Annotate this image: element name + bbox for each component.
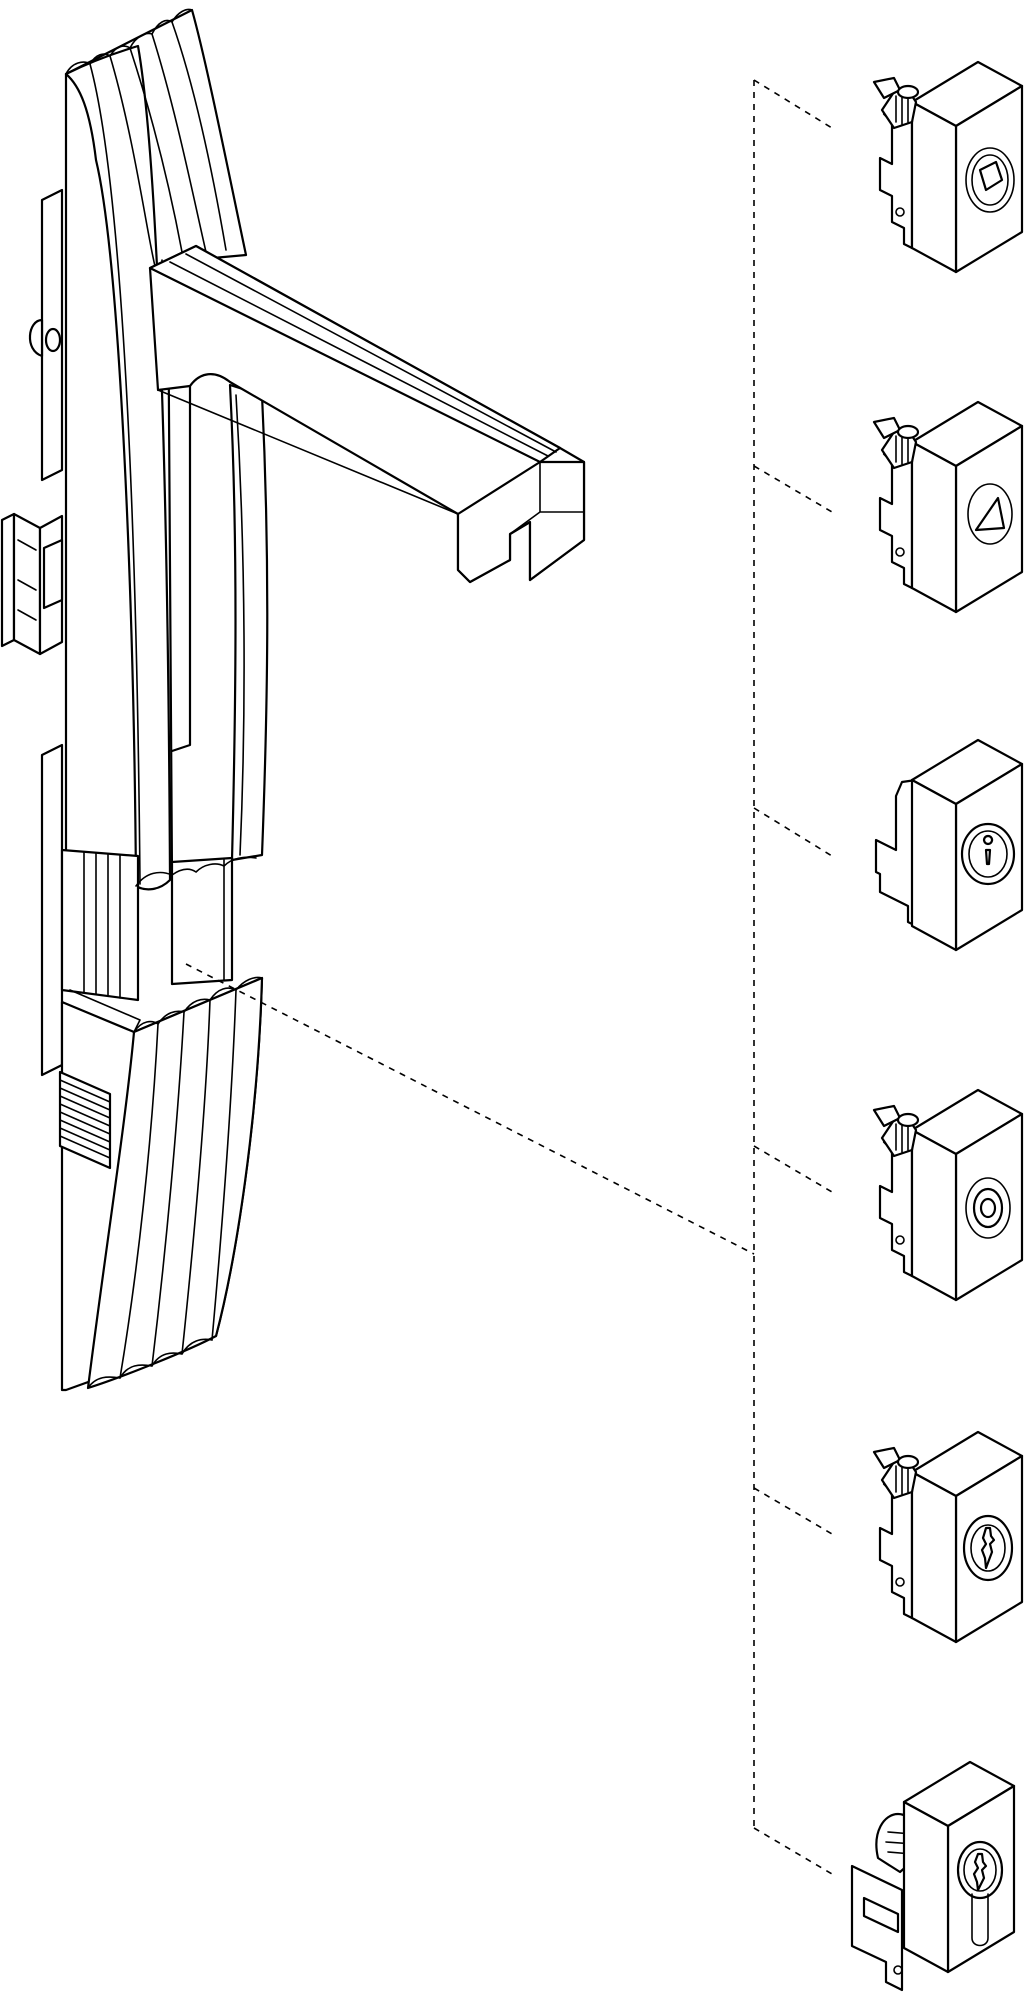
- swing-arm-rib: [186, 254, 556, 452]
- lower-grip-rib: [152, 1012, 184, 1366]
- insert-cam: [872, 1104, 920, 1158]
- leader-insert-1: [754, 80, 832, 128]
- insert-double-bit: [872, 1088, 1024, 1302]
- handle-rib: [90, 64, 140, 884]
- mounting-plate-lower: [42, 745, 62, 1075]
- handle-rib: [172, 22, 226, 250]
- handle-rib: [152, 34, 206, 252]
- upper-grip-waves: [136, 857, 256, 886]
- lower-grip-face: [88, 978, 262, 1388]
- inner-channel-right: [230, 385, 267, 860]
- insert-cam: [872, 76, 920, 130]
- insert-profile-cylinder: [852, 1760, 1016, 1990]
- lower-channel-right: [172, 858, 232, 984]
- leader-insert-4: [754, 1146, 832, 1192]
- lower-grip-rim: [134, 978, 262, 1033]
- swing-arm-underside: [158, 374, 458, 514]
- insert-block: [910, 1088, 1024, 1302]
- swing-arm-top: [150, 246, 560, 462]
- leader-handle: [186, 964, 754, 1254]
- handle-rib: [130, 48, 182, 252]
- lower-channel: [62, 850, 138, 1000]
- leader-insert-2: [754, 466, 832, 512]
- insert-cam: [872, 416, 920, 470]
- leader-lines: [186, 80, 832, 1874]
- insert-bracket: [878, 452, 914, 590]
- insert-bracket: [878, 1482, 914, 1620]
- insert-cam: [872, 1446, 920, 1500]
- insert-bracket: [878, 1140, 914, 1278]
- lock-face-ring: [966, 1178, 1010, 1238]
- lower-grip-rib: [120, 1024, 158, 1378]
- insert-bracket: [876, 780, 916, 926]
- triangle-drive-icon: [976, 498, 1004, 530]
- insert-key-cylinder: [872, 1430, 1024, 1644]
- key-slot-icon: [974, 1854, 986, 1890]
- mounting-hole: [46, 329, 60, 351]
- lower-grip-rib: [212, 990, 236, 1340]
- leader-insert-5: [754, 1488, 832, 1534]
- latch-clip: [2, 514, 62, 654]
- double-bit-icon: [981, 1199, 995, 1217]
- lock-face-ring: [966, 148, 1014, 212]
- insert-bracket: [878, 112, 914, 250]
- keyhole-icon: [984, 836, 992, 864]
- mounting-plate-lug: [30, 320, 42, 356]
- lock-face-ring: [968, 484, 1012, 544]
- insert-keyhole: [876, 738, 1024, 952]
- profile-cylinder-outline: [972, 1894, 988, 1946]
- key-slot-icon: [982, 1528, 994, 1568]
- lower-grip-rib: [182, 1000, 210, 1354]
- leader-insert-3: [754, 808, 832, 856]
- insert-bracket: [852, 1866, 902, 1990]
- handle-top-waves: [66, 10, 192, 75]
- insert-square: [872, 60, 1024, 274]
- insert-triangle: [872, 400, 1024, 614]
- grip-texture-pad: [60, 1072, 110, 1168]
- square-drive-icon: [980, 162, 1002, 190]
- insert-block: [910, 400, 1024, 614]
- swing-arm-rib: [170, 262, 548, 456]
- lower-grip-waves: [88, 1339, 212, 1388]
- handle-assembly: [2, 10, 584, 1391]
- leader-insert-6: [754, 1828, 832, 1874]
